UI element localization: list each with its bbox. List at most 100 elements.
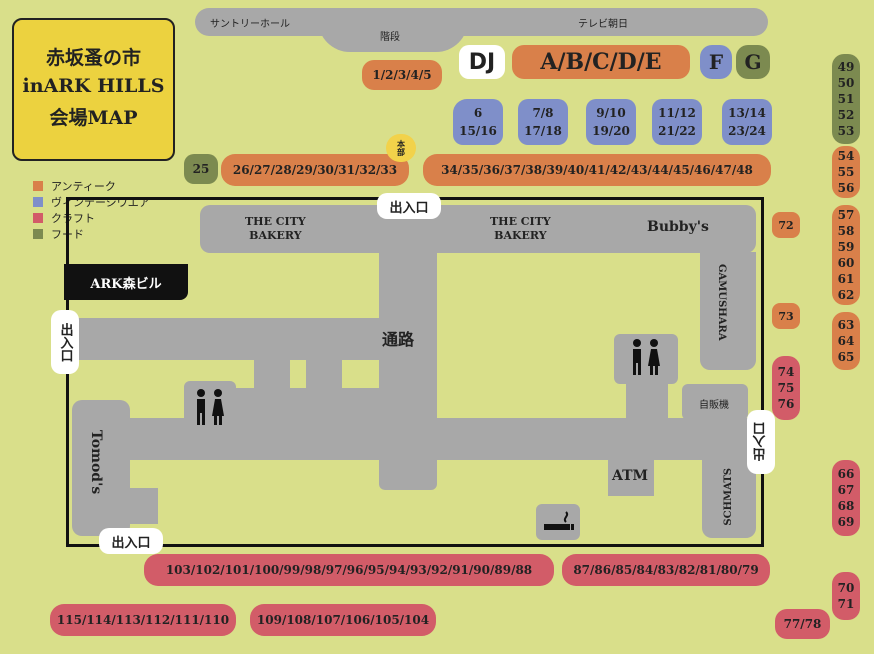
booth-69-label: 69 [837, 515, 855, 529]
booth-g[interactable]: G [736, 45, 770, 79]
road-top [200, 205, 756, 253]
schmats-label: SCHMATS [723, 468, 734, 526]
booth-104-109[interactable]: 109/108/107/106/105/104 [250, 604, 436, 636]
booth-26-33[interactable]: 26/27/28/29/30/31/32/33 [221, 154, 409, 186]
booth-79-87[interactable]: 87/86/85/84/83/82/81/80/79 [562, 554, 770, 586]
title-line-3: 会場MAP [49, 106, 138, 129]
booth-9-10-label: 9/10 [596, 106, 626, 120]
booth-17-18-label: 17/18 [524, 124, 562, 138]
city-bakery-2-line2: BAKERY [494, 229, 547, 242]
booth-73[interactable]: 73 [772, 303, 800, 329]
booth-54-56[interactable]: 54 55 56 [832, 146, 860, 198]
vending-machine-block [682, 384, 748, 420]
city-bakery-1-label: THE CITY BAKERY [245, 215, 306, 243]
atm-label: ATM [612, 468, 649, 484]
booth-66-69[interactable]: 66 67 68 69 [832, 460, 860, 536]
legend-label-craft: クラフト [51, 212, 95, 225]
smoking-area-block [536, 504, 580, 540]
booth-49-53[interactable]: 49 50 51 52 53 [832, 54, 860, 144]
stairs-label: 階段 [380, 32, 400, 43]
booth-6-label: 6 [473, 106, 483, 120]
booth-50-label: 50 [837, 76, 855, 90]
booth-57-62[interactable]: 57 58 59 60 61 62 [832, 205, 860, 305]
booth-53-label: 53 [837, 124, 855, 138]
booth-62-label: 62 [837, 288, 855, 302]
booth-68-label: 68 [837, 499, 855, 513]
booth-dj[interactable]: DJ [459, 45, 505, 79]
city-bakery-2-line1: THE CITY [490, 215, 551, 228]
title-line-1: 赤坂蚤の市 [45, 46, 141, 69]
booth-a-e[interactable]: A/B/C/D/E [512, 45, 690, 79]
booth-19-20-label: 19/20 [592, 124, 630, 138]
booth-61-label: 61 [837, 272, 855, 286]
booth-66-label: 66 [837, 467, 855, 481]
booth-9-20[interactable]: 9/10 19/20 [586, 99, 636, 145]
city-bakery-1-line1: THE CITY [245, 215, 306, 228]
booth-58-label: 58 [837, 224, 855, 238]
booth-34-48[interactable]: 34/35/36/37/38/39/40/41/42/43/44/45/46/4… [423, 154, 771, 186]
booth-49-label: 49 [837, 60, 855, 74]
headquarters-label: 本部 [396, 140, 406, 156]
booth-64-label: 64 [837, 334, 855, 348]
booth-77-78[interactable]: 77/78 [775, 609, 830, 639]
entrance-left[interactable]: 出入口 [51, 310, 79, 374]
legend-item-craft: クラフト [33, 210, 150, 226]
booth-1-5[interactable]: 1/2/3/4/5 [362, 60, 442, 90]
booth-74-76[interactable]: 74 75 76 [772, 356, 800, 420]
entrance-bottom[interactable]: 出入口 [99, 528, 163, 554]
gamushara-label: GAMUSHARA [716, 264, 727, 341]
booth-7-18[interactable]: 7/8 17/18 [518, 99, 568, 145]
smoking-area-icon [542, 510, 576, 538]
booth-56-label: 56 [837, 181, 855, 195]
booth-71-label: 71 [837, 597, 855, 611]
road-left-pillar2 [306, 355, 342, 395]
booth-76-label: 76 [777, 397, 795, 411]
road-right-vertical [626, 380, 668, 426]
booth-88-103[interactable]: 103/102/101/100/99/98/97/96/95/94/93/92/… [144, 554, 554, 586]
booth-13-24[interactable]: 13/14 23/24 [722, 99, 772, 145]
bubbys-label: Bubby's [647, 219, 709, 235]
booth-57-label: 57 [837, 208, 855, 222]
suntory-hall-label: サントリーホール [210, 19, 290, 30]
booth-6-16[interactable]: 6 15/16 [453, 99, 503, 145]
booth-67-label: 67 [837, 483, 855, 497]
city-bakery-1-line2: BAKERY [249, 229, 302, 242]
booth-63-65[interactable]: 63 64 65 [832, 312, 860, 370]
headquarters-badge: 本部 [386, 134, 416, 162]
booth-110-115[interactable]: 115/114/113/112/111/110 [50, 604, 236, 636]
booth-15-16-label: 15/16 [459, 124, 497, 138]
booth-23-24-label: 23/24 [728, 124, 766, 138]
booth-25[interactable]: 25 [184, 154, 218, 184]
atm-block [608, 456, 654, 496]
booth-70-71[interactable]: 70 71 [832, 572, 860, 620]
top-road [195, 8, 768, 36]
booth-11-22[interactable]: 11/12 21/22 [652, 99, 702, 145]
booth-72[interactable]: 72 [772, 212, 800, 238]
gamushara-building [700, 252, 756, 370]
entrance-right[interactable]: 出入口 [747, 410, 775, 474]
entrance-top[interactable]: 出入口 [377, 193, 441, 219]
booth-74-label: 74 [777, 365, 795, 379]
tv-asahi-label: テレビ朝日 [578, 19, 628, 30]
legend-swatch-craft [33, 213, 43, 223]
booth-f[interactable]: F [700, 45, 732, 79]
title-line-2: inARK HILLS [22, 74, 165, 97]
restroom-icon [192, 388, 228, 432]
road-bottom-left [100, 488, 158, 524]
road-left-horizontal [75, 318, 437, 360]
booth-75-label: 75 [777, 381, 795, 395]
tsuro-label: 通路 [382, 330, 415, 349]
booth-52-label: 52 [837, 108, 855, 122]
ark-mori-building: ARK森ビル [64, 264, 188, 300]
booth-65-label: 65 [837, 350, 855, 364]
booth-70-label: 70 [837, 581, 855, 595]
booth-59-label: 59 [837, 240, 855, 254]
booth-13-14-label: 13/14 [728, 106, 766, 120]
stairs-area [318, 20, 468, 52]
booth-11-12-label: 11/12 [658, 106, 696, 120]
road-left-pillar1 [254, 355, 290, 395]
booth-55-label: 55 [837, 165, 855, 179]
road-restroom-left-area [230, 388, 380, 420]
booth-63-label: 63 [837, 318, 855, 332]
